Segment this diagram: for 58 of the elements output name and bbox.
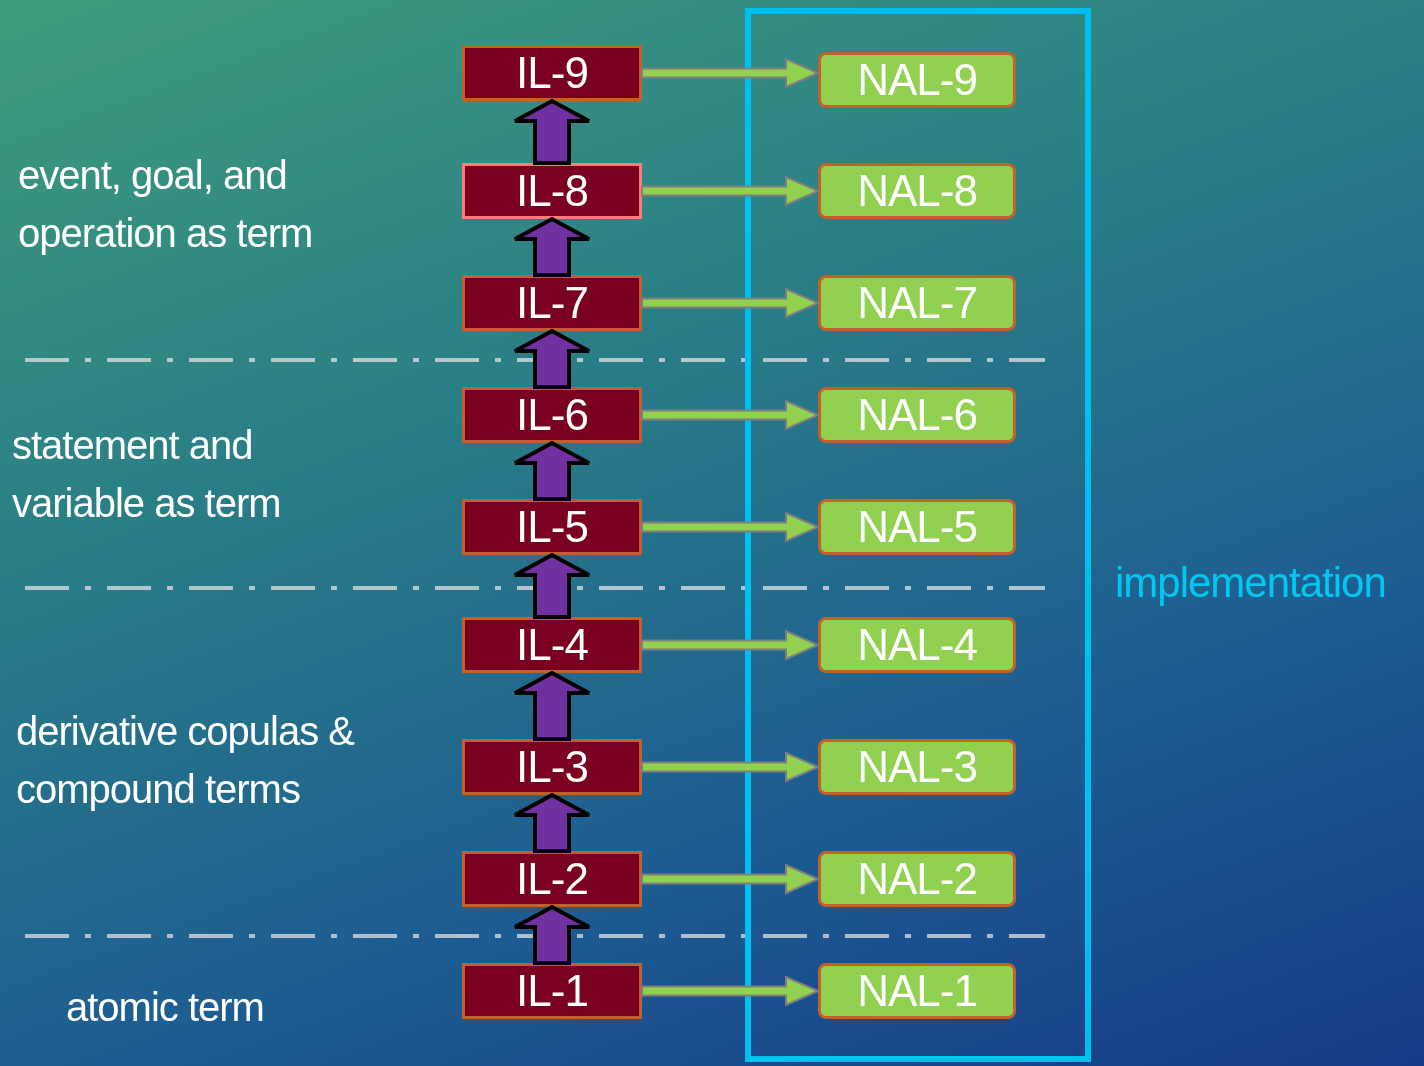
layer-name: IL-8 <box>516 169 588 213</box>
layer-box <box>462 963 642 1019</box>
block-arrow <box>513 552 591 619</box>
arrow <box>641 511 821 543</box>
layer-box <box>818 387 1016 443</box>
arrow <box>641 975 821 1007</box>
block-arrow <box>513 904 591 965</box>
layer-box <box>462 617 642 673</box>
layer-name: NAL-5 <box>857 505 977 549</box>
layer-box <box>462 45 642 101</box>
layer-name: IL-9 <box>516 51 588 95</box>
arrow <box>641 399 821 431</box>
section-label: atomic term <box>66 984 265 1031</box>
layer-box <box>818 851 1016 907</box>
layer-name: IL-4 <box>516 623 588 667</box>
layer-name: NAL-9 <box>857 58 977 102</box>
arrow <box>641 175 821 207</box>
layer-name: IL-6 <box>516 393 588 437</box>
layer-box <box>462 275 642 331</box>
block-arrow <box>513 98 591 165</box>
layer-name: NAL-8 <box>857 169 977 213</box>
layer-box <box>818 52 1016 108</box>
layer-box <box>818 617 1016 673</box>
layer-name: IL-7 <box>516 281 588 325</box>
layer-name: NAL-7 <box>857 281 977 325</box>
layer-name: IL-1 <box>516 969 588 1013</box>
section-label: statement and variable as term <box>12 422 282 527</box>
arrow <box>641 57 821 89</box>
layer-box <box>818 963 1016 1019</box>
layer-box <box>818 163 1016 219</box>
block-arrow <box>513 670 591 741</box>
layer-box <box>462 163 642 219</box>
section-label: event, goal, and operation as term <box>18 152 314 257</box>
layer-name: NAL-4 <box>857 623 977 667</box>
frame-heading: implementation <box>1115 559 1386 607</box>
arrow <box>641 629 821 661</box>
layer-name: NAL-1 <box>857 969 977 1013</box>
arrow <box>641 751 821 783</box>
layer-box <box>462 499 642 555</box>
layer-box <box>462 851 642 907</box>
layer-box <box>818 275 1016 331</box>
block-arrow <box>513 792 591 853</box>
section-label: derivative copulas & compound terms <box>16 708 356 813</box>
layer-box <box>818 739 1016 795</box>
block-arrow <box>513 328 591 389</box>
layer-name: NAL-6 <box>857 393 977 437</box>
arrow <box>641 863 821 895</box>
layer-name: NAL-2 <box>857 857 977 901</box>
block-arrow <box>513 216 591 277</box>
layer-name: IL-2 <box>516 857 588 901</box>
layer-box <box>462 387 642 443</box>
layer-name: IL-5 <box>516 505 588 549</box>
layer-name: IL-3 <box>516 745 588 789</box>
block-arrow <box>513 440 591 501</box>
layer-box <box>462 739 642 795</box>
arrow <box>641 287 821 319</box>
layer-box <box>818 499 1016 555</box>
layer-name: NAL-3 <box>857 745 977 789</box>
